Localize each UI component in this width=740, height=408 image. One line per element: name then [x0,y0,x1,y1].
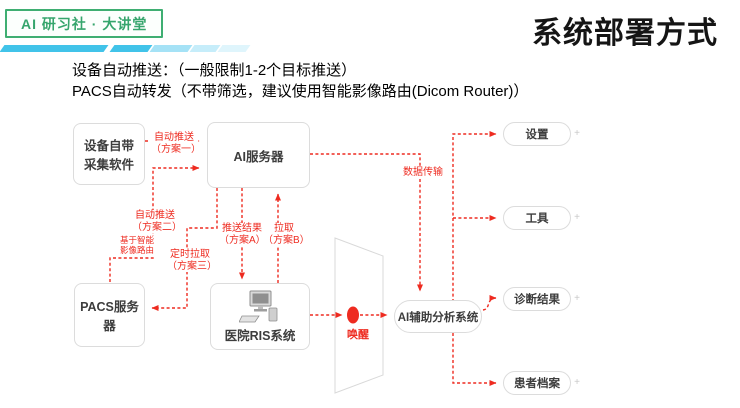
node-tools: 工具 [503,206,571,230]
ribbon-segment [149,45,193,52]
perspective-panel [334,237,384,394]
edge-to-settings [452,131,497,302]
node-settings: 设置 [503,122,571,146]
ribbon-segment [217,45,251,52]
node-hospital-ris: 医院RIS系统 [210,283,310,350]
connector-handle-icon: + [574,377,580,388]
wake-dot-icon [347,306,359,324]
edge-label-planB: 拉取 （方案B） [262,223,310,246]
brand-badge: AI 研习社 · 大讲堂 [5,9,164,38]
edge-label-plan1: 自动推送 （方案一） [150,132,201,155]
node-device-software: 设备自带 采集软件 [73,123,145,185]
node-hospital-ris-label: 医院RIS系统 [224,328,296,343]
ribbon-segment [189,45,221,52]
edge-to-patient-files [452,333,497,386]
node-patient-files: 患者档案 [503,371,571,395]
connector-handle-icon: + [574,212,580,223]
ribbon-segment [109,45,153,52]
page-title: 系统部署方式 [532,17,718,50]
edge-label-plan2: 自动推送 （方案二） [131,210,182,233]
connector-handle-icon: + [574,293,580,304]
ribbon-segment [0,45,109,52]
node-ai-server: AI服务器 [207,122,310,188]
edge-label-planA: 推送结果 （方案A） [218,223,266,246]
note-text: 设备自动推送：（一般限制1-2个目标推送） PACS自动转发（不带筛选，建议使用… [72,60,528,102]
edge-label-routing-note: 基于智能 影像路由 [115,235,159,255]
node-pacs-server: PACS服务器 [74,283,145,347]
node-ai-assist-system: AI辅助分析系统 [394,300,482,333]
wake-label: 唤醒 [347,329,369,341]
edge-to-diagnosis [482,295,497,311]
note-line-2: PACS自动转发（不带筛选，建议使用智能影像路由(Dicom Router)） [72,83,529,100]
edge-label-plan3: 定时拉取 （方案三） [166,249,217,272]
connector-handle-icon: + [574,128,580,139]
computer-icon [239,290,278,322]
edge-label-data-transfer: 数据传输 [398,167,448,179]
node-diagnosis-results: 诊断结果 [503,287,571,311]
note-line-1: 设备自动推送：（一般限制1-2个目标推送） [72,62,357,79]
edge-plan3 [151,188,218,311]
